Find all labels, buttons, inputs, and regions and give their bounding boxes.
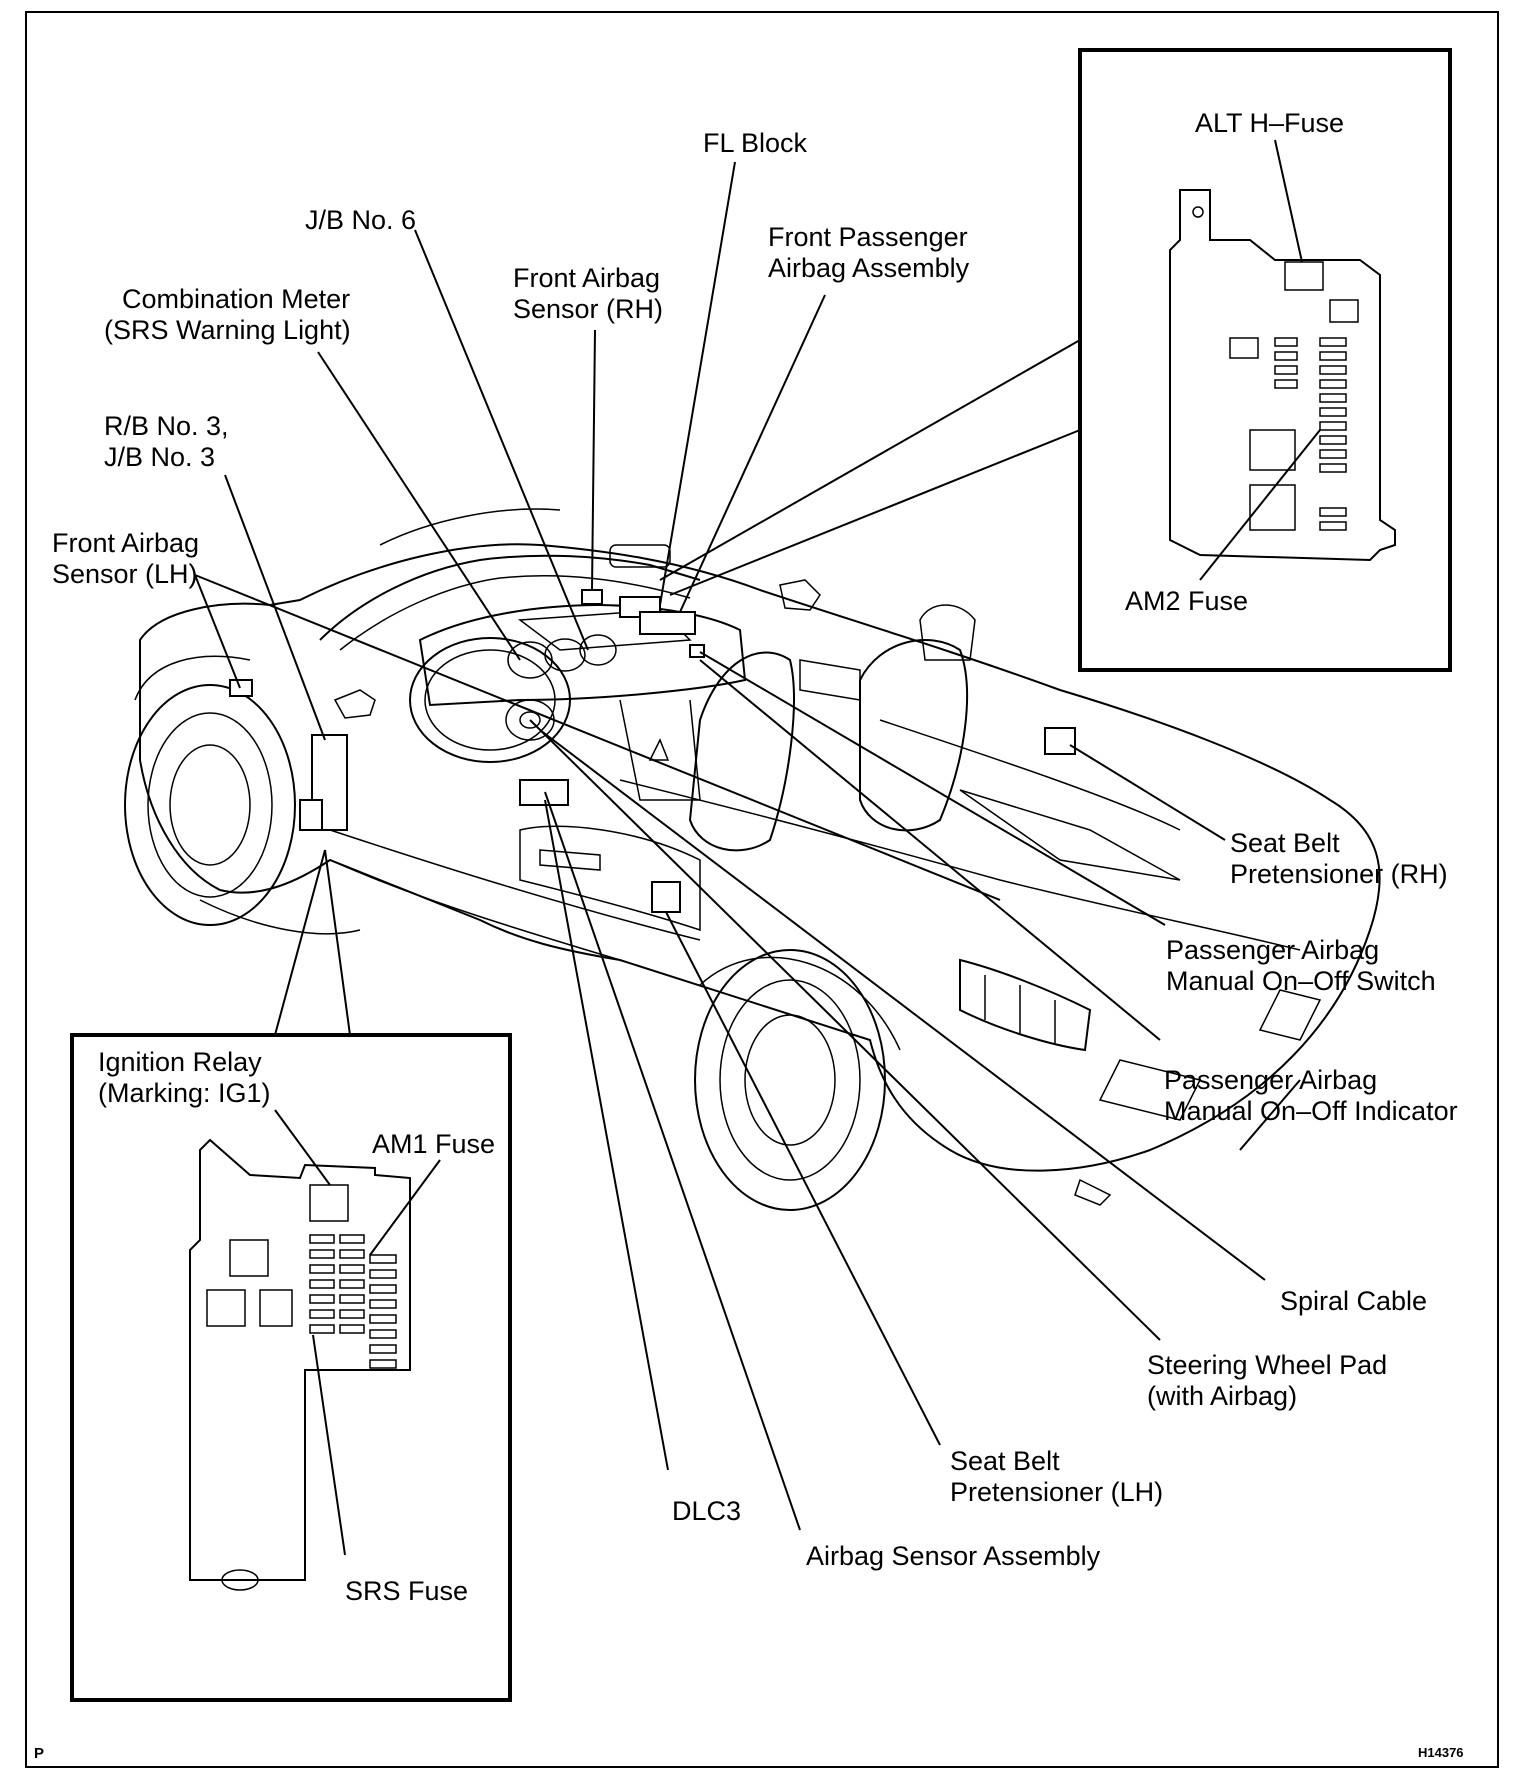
front-airbag-sensor-lh-component <box>229 679 253 697</box>
label-seat-belt-pretensioner-rh: Seat Belt Pretensioner (RH) <box>1230 828 1448 890</box>
front-airbag-sensor-rh-component <box>581 589 603 605</box>
label-spiral-cable: Spiral Cable <box>1280 1286 1428 1316</box>
label-steering-wheel-pad: Steering Wheel Pad (with Airbag) <box>1147 1350 1387 1412</box>
label-front-airbag-sensor-lh-line2: Sensor (LH) <box>52 559 198 589</box>
label-front-airbag-sensor-rh-line1: Front Airbag <box>513 263 661 293</box>
label-rb-no3-jb-no3: R/B No. 3, J/B No. 3 <box>104 411 229 473</box>
label-rb-no3-line1: R/B No. 3, <box>104 411 229 441</box>
seat-belt-pretensioner-lh-component <box>651 881 681 913</box>
label-pab-indicator-line2: Manual On–Off Indicator <box>1164 1096 1458 1126</box>
leader-lines <box>194 161 1301 1531</box>
label-passenger-airbag-indicator: Passenger Airbag Manual On–Off Indicator <box>1164 1065 1458 1127</box>
label-front-passenger-airbag: Front Passenger Airbag Assembly <box>768 222 969 284</box>
airbag-sensor-assembly-component <box>519 779 569 806</box>
label-airbag-sensor-assembly: Airbag Sensor Assembly <box>806 1541 1101 1571</box>
label-seat-belt-rh-line1: Seat Belt <box>1230 828 1340 858</box>
passenger-airbag-switch-component <box>689 644 705 658</box>
label-alt-h-fuse: ALT H–Fuse <box>1195 108 1345 138</box>
left-fuse-slots <box>309 1234 397 1369</box>
label-ignition-relay: Ignition Relay (Marking: IG1) <box>98 1047 271 1109</box>
label-dlc3: DLC3 <box>672 1496 742 1526</box>
label-front-passenger-airbag-line2: Airbag Assembly <box>768 253 970 283</box>
label-seat-belt-lh-line2: Pretensioner (LH) <box>950 1477 1164 1507</box>
front-passenger-airbag-component <box>639 611 696 635</box>
label-jb-no6: J/B No. 6 <box>305 205 417 235</box>
label-pab-switch-line2: Manual On–Off Switch <box>1166 966 1436 996</box>
label-figure-code: H14376 <box>1418 1745 1464 1760</box>
right-fuse-slots <box>1274 337 1347 531</box>
label-ignition-relay-line1: Ignition Relay <box>98 1047 262 1077</box>
label-rb-no3-line2: J/B No. 3 <box>104 442 216 472</box>
car-illustration <box>124 508 1381 1211</box>
label-seat-belt-lh-line1: Seat Belt <box>950 1446 1060 1476</box>
label-pab-switch-line1: Passenger Airbag <box>1166 935 1380 965</box>
label-seat-belt-pretensioner-lh: Seat Belt Pretensioner (LH) <box>950 1446 1163 1508</box>
label-front-airbag-sensor-rh: Front Airbag Sensor (RH) <box>513 263 663 325</box>
label-srs-fuse: SRS Fuse <box>345 1576 469 1606</box>
label-front-airbag-sensor-rh-line2: Sensor (RH) <box>513 294 664 324</box>
label-combination-meter-line1: Combination Meter <box>122 284 351 314</box>
label-corner-p: P <box>34 1745 45 1762</box>
label-am2-fuse: AM2 Fuse <box>1125 586 1249 616</box>
label-fl-block: FL Block <box>703 128 808 158</box>
label-front-passenger-airbag-line1: Front Passenger <box>768 222 968 252</box>
label-pab-indicator-line1: Passenger Airbag <box>1164 1065 1378 1095</box>
label-front-airbag-sensor-lh-line1: Front Airbag <box>52 528 200 558</box>
label-steering-pad-line2: (with Airbag) <box>1147 1381 1298 1411</box>
label-seat-belt-rh-line2: Pretensioner (RH) <box>1230 859 1448 889</box>
diagram-frame <box>25 11 1499 1768</box>
label-ignition-relay-line2: (Marking: IG1) <box>98 1078 271 1108</box>
seat-belt-pretensioner-rh-component <box>1044 727 1076 755</box>
label-front-airbag-sensor-lh: Front Airbag Sensor (LH) <box>52 528 199 590</box>
label-combination-meter: Combination Meter (SRS Warning Light) <box>104 284 351 346</box>
label-steering-pad-line1: Steering Wheel Pad <box>1147 1350 1388 1380</box>
label-passenger-airbag-switch: Passenger Airbag Manual On–Off Switch <box>1166 935 1436 997</box>
label-am1-fuse: AM1 Fuse <box>372 1129 496 1159</box>
label-combination-meter-line2: (SRS Warning Light) <box>104 315 351 345</box>
inset-cabin-junction-block <box>70 849 512 1702</box>
inset-alt-h-fuse <box>659 48 1452 672</box>
